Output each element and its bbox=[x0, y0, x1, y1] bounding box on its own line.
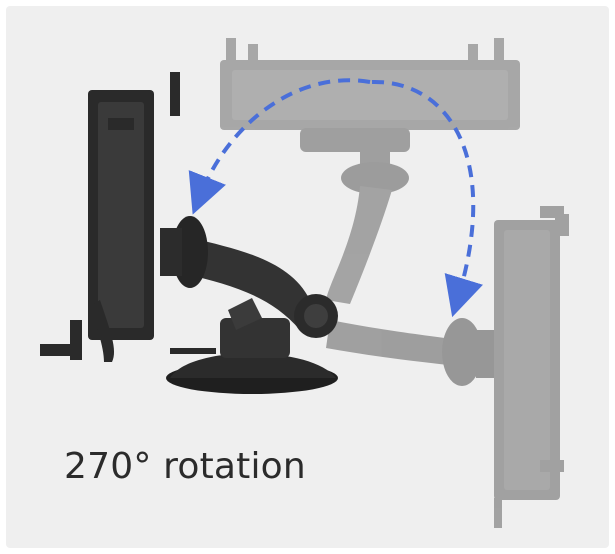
ghost-holder-right bbox=[326, 206, 569, 528]
mount-arm bbox=[160, 216, 338, 338]
tablet-holder-left bbox=[40, 72, 180, 362]
rotation-arrow-left bbox=[188, 78, 371, 215]
rotation-caption: 270° rotation bbox=[64, 446, 306, 487]
suction-base bbox=[166, 298, 338, 394]
rotation-arrow-right bbox=[371, 79, 483, 318]
